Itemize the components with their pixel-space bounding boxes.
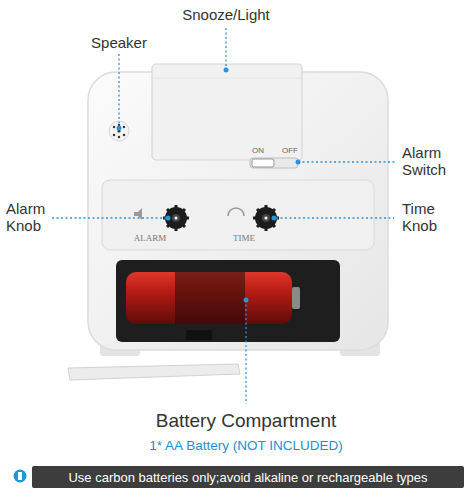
snooze-edge xyxy=(152,78,302,79)
leader-dots xyxy=(117,68,301,303)
part-label: Time Knob xyxy=(402,200,452,235)
speaker-holes xyxy=(113,124,125,138)
speaker-grille xyxy=(109,121,129,141)
part-label: Alarm Knob xyxy=(6,200,52,235)
battery-label xyxy=(175,272,245,324)
switch-marking: OFF xyxy=(282,146,298,155)
part-label: Speaker xyxy=(91,34,147,51)
warning-banner: Use carbon batteries only;avoid alkaline… xyxy=(32,466,464,488)
part-label: Alarm Switch xyxy=(402,144,466,179)
leader-lines xyxy=(52,28,396,404)
alarm-knob xyxy=(163,205,189,231)
knob-marking: TIME xyxy=(233,233,255,243)
section-heading: Battery Compartment xyxy=(156,410,337,432)
battery-terminal xyxy=(292,287,300,309)
switch-slider xyxy=(252,159,274,167)
battery-tab xyxy=(186,330,212,340)
battery-note: 1* AA Battery (NOT INCLUDED) xyxy=(149,438,342,454)
aa-battery xyxy=(126,272,292,324)
snooze-button xyxy=(152,64,302,160)
clock-icon xyxy=(228,208,244,216)
info-icon-mark xyxy=(18,472,22,480)
battery-compartment xyxy=(116,260,340,342)
banner-text: Use carbon batteries only;avoid alkaline… xyxy=(68,470,427,485)
knob-panel xyxy=(102,180,374,250)
switch-marking: ON xyxy=(252,146,264,155)
switch-slot xyxy=(250,158,298,168)
time-knob xyxy=(253,205,279,231)
battery-cover xyxy=(68,364,240,380)
info-icon xyxy=(14,470,27,483)
knob-marking: ALARM xyxy=(134,233,167,243)
part-label: Snooze/Light xyxy=(182,6,270,23)
